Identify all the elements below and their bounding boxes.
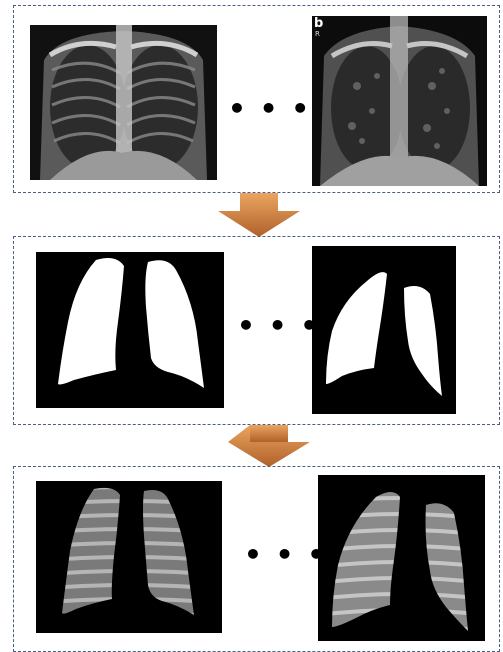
ellipsis-row3: • • • <box>244 541 327 569</box>
image-tag-b: b <box>314 16 323 31</box>
chest-xray-image-left <box>30 25 217 180</box>
segmented-lung-image-left <box>36 481 222 633</box>
ellipsis-row2: • • • <box>237 312 320 340</box>
lung-mask-image-left <box>36 252 224 408</box>
chest-xray-image-right: b R <box>312 16 487 186</box>
down-arrow-2 <box>228 425 310 467</box>
ellipsis-row1: • • • <box>228 95 311 123</box>
image-tag-r: R <box>315 30 320 38</box>
lung-mask-image-right <box>312 246 456 414</box>
down-arrow-1 <box>218 193 300 237</box>
segmented-lung-image-right <box>318 475 485 641</box>
